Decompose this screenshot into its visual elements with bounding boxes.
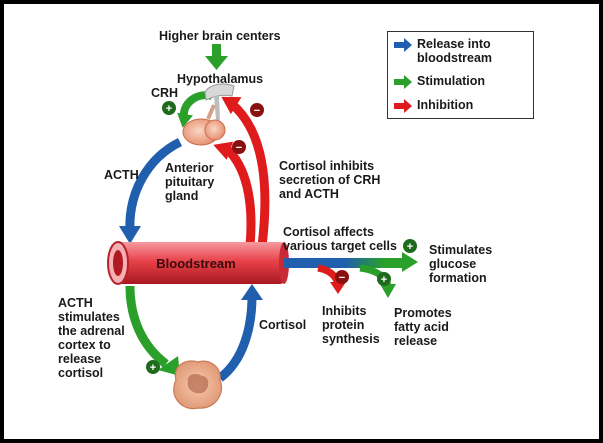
crh-label: CRH: [151, 86, 179, 100]
cortisol-inhibits-label: Cortisol inhibits secretion of CRH and A…: [279, 159, 381, 201]
svg-text:−: −: [339, 272, 345, 284]
legend: Release into bloodstream Stimulation Inh…: [387, 31, 534, 119]
legend-item-stimulation: Stimulation: [394, 74, 485, 89]
inhibits-protein-arrow: [317, 264, 342, 286]
inhibition-arrow-to-hypothalamus: [228, 100, 270, 247]
legend-item-inhibition: Inhibition: [394, 98, 473, 113]
acth-label: ACTH: [104, 168, 139, 182]
legend-label-stimulation: Stimulation: [417, 74, 486, 88]
promotes-fatty-acid-label: Promotes fatty acid release: [394, 306, 452, 348]
minus-sign-pituitary: −: [232, 140, 246, 154]
svg-text:+: +: [381, 274, 387, 286]
svg-text:−: −: [236, 142, 242, 154]
acth-release-arrow: [125, 137, 183, 233]
svg-text:+: +: [407, 241, 413, 253]
green-arrow-icon: [394, 75, 412, 89]
cortisol-target-flow: [284, 252, 418, 272]
cortisol-release-arrow: [217, 295, 257, 382]
red-arrow-icon: [394, 99, 412, 113]
higher-brain-stimulation-arrow: [205, 44, 228, 70]
acth-stimulation-arrow: [125, 285, 169, 368]
adrenal-gland-illustration: [173, 360, 223, 410]
svg-text:−: −: [254, 105, 260, 117]
plus-sign-crh: +: [162, 101, 176, 115]
cortisol-label: Cortisol: [259, 318, 307, 332]
svg-text:+: +: [150, 362, 156, 374]
pituitary-gland-illustration: [182, 104, 226, 146]
hypothalamus-label: Hypothalamus: [177, 72, 264, 86]
svg-text:+: +: [166, 103, 172, 115]
stimulates-glucose-label: Stimulates glucose formation: [429, 243, 493, 285]
hypothalamus-illustration: [204, 83, 235, 120]
legend-label-inhibition: Inhibition: [417, 98, 474, 112]
higher-brain-centers-label: Higher brain centers: [159, 29, 281, 43]
plus-sign-fatty: +: [377, 272, 391, 286]
plus-sign-adrenal: +: [146, 360, 160, 374]
anterior-pituitary-label: Anterior pituitary gland: [165, 161, 215, 203]
minus-sign-hypothalamus: −: [250, 103, 264, 117]
bloodstream-label: Bloodstream: [156, 256, 235, 271]
legend-item-release: Release into bloodstream: [394, 37, 492, 65]
cortisol-affects-label: Cortisol affects various target cells: [283, 225, 397, 253]
acth-stimulates-label: ACTH stimulates the adrenal cortex to re…: [58, 296, 125, 380]
bloodstream-vessel: [107, 241, 289, 285]
minus-sign-protein: −: [335, 270, 349, 284]
legend-label-release: Release into bloodstream: [417, 37, 493, 65]
inhibition-arrow-to-pituitary: [222, 144, 256, 247]
inhibits-protein-label: Inhibits protein synthesis: [322, 304, 380, 346]
plus-sign-glucose: +: [403, 239, 417, 253]
blue-arrow-icon: [394, 38, 412, 52]
